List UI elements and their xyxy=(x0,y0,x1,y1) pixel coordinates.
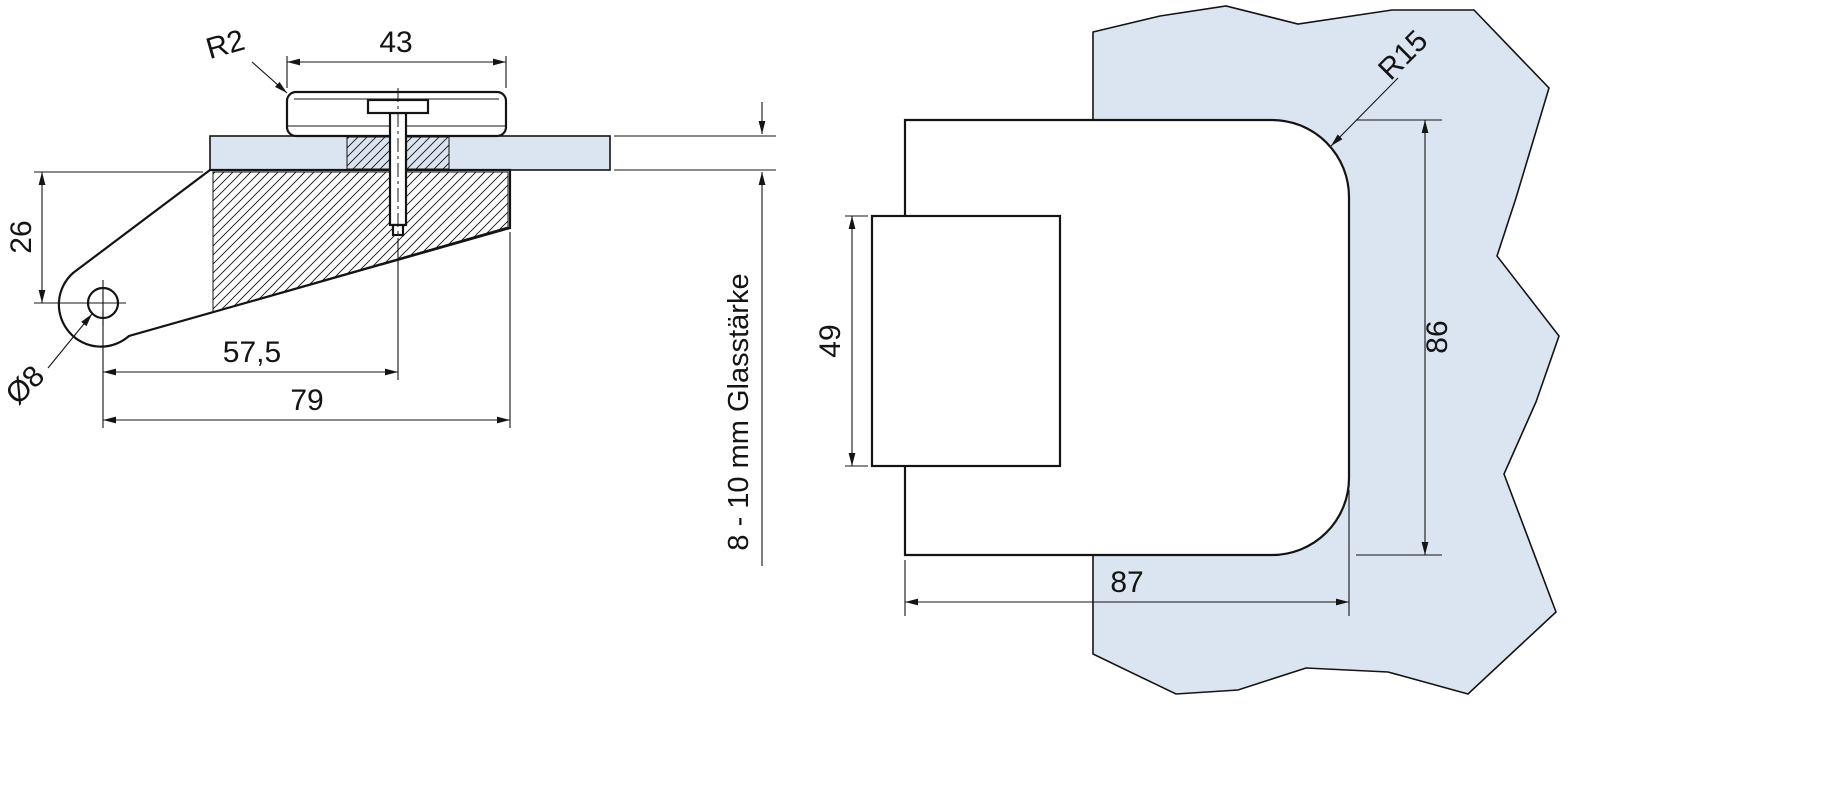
dim-text-overall-length: 79 xyxy=(290,384,323,417)
dim-text-tab-height: 49 xyxy=(814,324,847,357)
dim-text-cap-width: 43 xyxy=(379,26,412,59)
dim-text-body-height: 86 xyxy=(1421,320,1454,353)
leader-hole-diameter xyxy=(47,313,93,369)
right-view: R15 49 86 87 xyxy=(814,5,1560,695)
dim-text-body-width: 87 xyxy=(1110,566,1143,599)
hinge-arm-hatch-section xyxy=(212,171,509,313)
dim-text-pivot-offset: 26 xyxy=(5,220,38,253)
dim-text-glass-thickness: 8 - 10 mm Glasstärke xyxy=(723,273,755,550)
washer-left-section xyxy=(346,136,391,170)
leader-r15 xyxy=(1330,77,1399,147)
leader-r2 xyxy=(251,61,288,94)
dim-text-hole-diameter: Ø8 xyxy=(0,359,51,411)
dim-text-screw-offset: 57,5 xyxy=(223,336,281,369)
hinge-clamp-tab xyxy=(870,214,1062,468)
left-view: 43 R2 26 Ø8 57,5 79 8 - 10 mm Glasstärke xyxy=(0,24,776,566)
washer-right-section xyxy=(405,136,450,170)
dim-text-corner-radius-r2: R2 xyxy=(202,24,248,66)
